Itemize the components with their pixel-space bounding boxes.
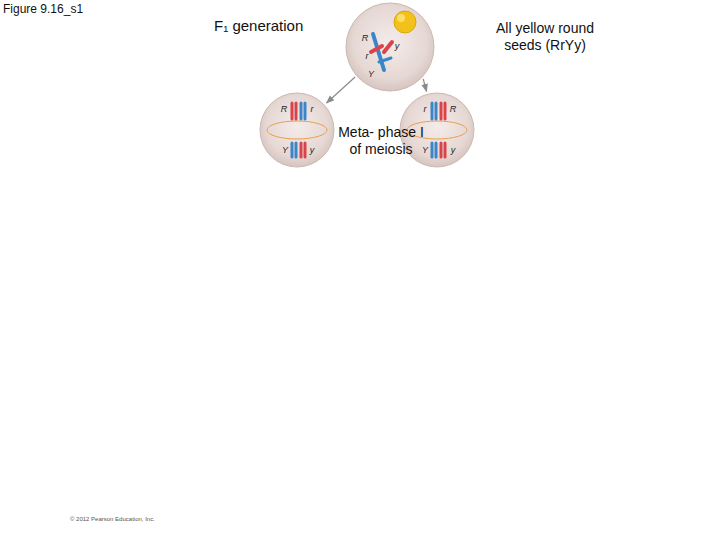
cell-membrane	[346, 3, 434, 91]
allele-letter: y	[451, 146, 456, 155]
cell-outline	[345, 2, 435, 92]
pea-highlight	[397, 14, 405, 22]
left-cell-chromosomes	[267, 103, 327, 157]
phenotype-label: All yellow round seeds (RrYy)	[480, 20, 610, 54]
top-cell-chromosomes	[371, 34, 392, 70]
cell-circle: Rr yY	[345, 2, 435, 92]
allele-letter: y	[310, 146, 315, 155]
right-cell-chromosomes	[407, 103, 467, 157]
cell-circle: RrYy	[259, 92, 335, 168]
copyright-note: © 2012 Pearson Education, Inc.	[70, 516, 270, 523]
cell-membrane	[260, 93, 334, 167]
allele-letter: R	[450, 105, 457, 114]
allele-letter: Y	[368, 70, 374, 79]
allele-letter: Y	[282, 146, 288, 155]
allele-letter: r	[311, 105, 314, 114]
allele-letter: r	[424, 105, 427, 114]
allele-letter: r	[366, 52, 369, 61]
allele-letter: R	[362, 34, 369, 43]
division-arrow	[423, 79, 426, 92]
stage-label: Meta- phase I of meiosis	[338, 124, 424, 158]
generation-label: F₁ generation	[214, 17, 344, 35]
figure-number: Figure 9.16_s1	[3, 2, 153, 16]
allele-letter: Y	[422, 146, 428, 155]
division-arrow	[327, 77, 356, 103]
allele-letter: R	[281, 105, 288, 114]
allele-letter: y	[395, 42, 400, 51]
yellow-pea	[394, 11, 416, 33]
cell-outline	[259, 92, 335, 168]
